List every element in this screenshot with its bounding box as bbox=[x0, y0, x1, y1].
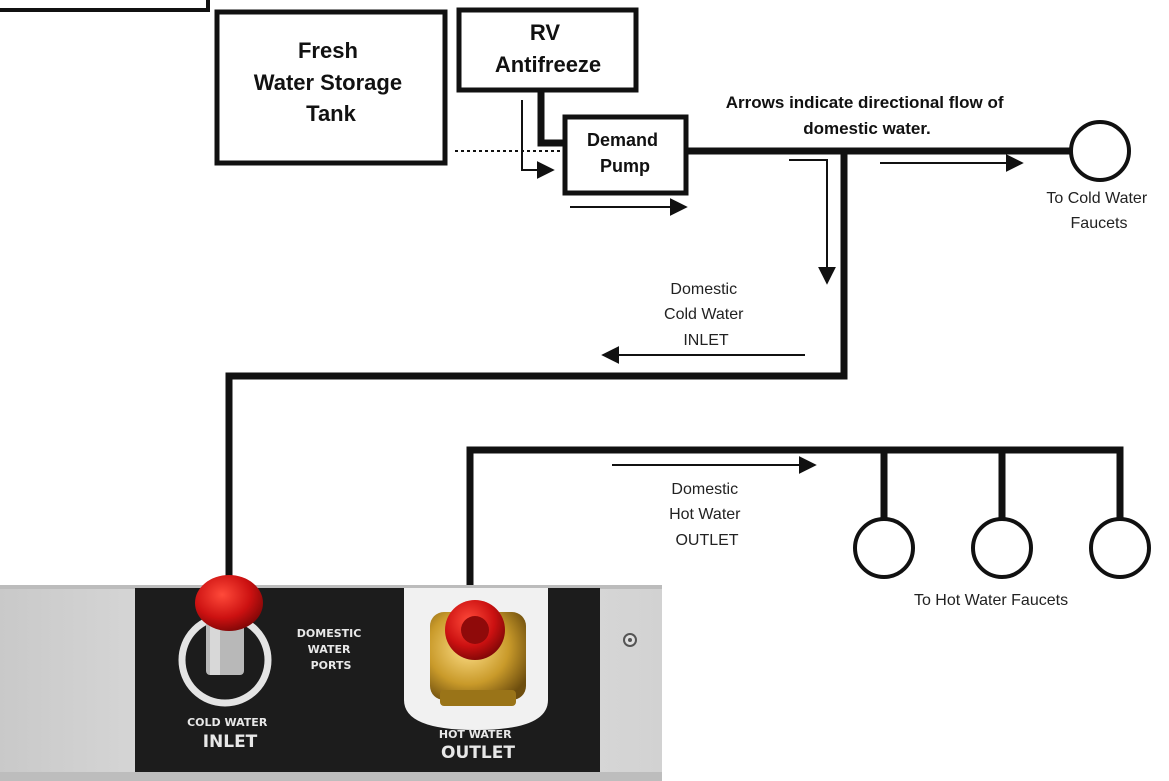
hot-port-label-line-2: OUTLET bbox=[441, 743, 515, 763]
fresh-tank-line-3: Tank bbox=[306, 101, 356, 126]
cold-port-cap bbox=[195, 575, 263, 631]
demand-pump-box: Demand Pump bbox=[565, 117, 686, 193]
pump-line-2: Pump bbox=[600, 156, 650, 176]
pump-line-1: Demand bbox=[587, 130, 658, 150]
hot-faucet-icon-1 bbox=[855, 519, 913, 577]
antifreeze-line-1: RV bbox=[530, 20, 560, 45]
svg-text:Domestic Cold Water IN: Domestic Cold Water INLET bbox=[664, 281, 748, 349]
hot-outlet-label-line-1: Domestic bbox=[671, 481, 738, 498]
cold-inlet-label-line-3: INLET bbox=[683, 332, 729, 349]
ports-label-line-2: WATER bbox=[308, 643, 351, 656]
fresh-tank-line-1: Fresh bbox=[298, 38, 358, 63]
cold-inlet-label-line-2: Cold Water bbox=[664, 306, 744, 323]
downward-flow-arrow bbox=[789, 160, 827, 283]
hot-faucet-icon-3 bbox=[1091, 519, 1149, 577]
fresh-tank-line-2: Water Storage bbox=[254, 70, 402, 95]
antifreeze-pipe bbox=[541, 90, 565, 143]
antifreeze-line-2: Antifreeze bbox=[495, 52, 601, 77]
svg-text:To Cold Water Faucets: To Cold Water Faucets bbox=[1046, 190, 1151, 232]
hot-port-label-line-1: HOT WATER bbox=[439, 728, 512, 741]
svg-text:Domestic Hot Water OUT: Domestic Hot Water OUTLET bbox=[669, 481, 745, 549]
hot-outlet-label-line-2: Hot Water bbox=[669, 506, 741, 523]
hot-faucet-icon-2 bbox=[973, 519, 1031, 577]
hot-outlet-label-line-3: OUTLET bbox=[675, 532, 738, 549]
cold-inlet-label-line-1: Domestic bbox=[670, 281, 737, 298]
cold-inlet-pipe bbox=[229, 151, 844, 605]
rv-antifreeze-box: RV Antifreeze bbox=[459, 10, 636, 90]
water-heater-panel: DOMESTIC WATER PORTS COLD WATER INLET HO… bbox=[0, 575, 662, 781]
cold-faucet-icon bbox=[1071, 122, 1129, 180]
flow-note-line-2: domestic water. bbox=[803, 119, 931, 138]
cropped-box-fragment bbox=[0, 0, 208, 10]
svg-text:HOT WATER OUTLET: HOT WATER OUTLET bbox=[439, 723, 517, 763]
cold-port-label-line-1: COLD WATER bbox=[187, 716, 268, 729]
flow-note-line-1: Arrows indicate directional flow of bbox=[726, 93, 1004, 112]
cold-faucets-label-line-2: Faucets bbox=[1071, 215, 1128, 232]
ports-label-line-1: DOMESTIC bbox=[297, 627, 362, 640]
cold-port-label-line-2: INLET bbox=[203, 732, 258, 752]
ports-label-line-3: PORTS bbox=[311, 659, 352, 672]
svg-text:Arrows indicate directional fl: Arrows indicate directional flow of dome… bbox=[726, 93, 1008, 138]
cold-faucets-label-line-1: To Cold Water bbox=[1046, 190, 1147, 207]
fresh-water-tank: Fresh Water Storage Tank bbox=[217, 12, 445, 163]
hot-faucets-label: To Hot Water Faucets bbox=[914, 592, 1068, 609]
